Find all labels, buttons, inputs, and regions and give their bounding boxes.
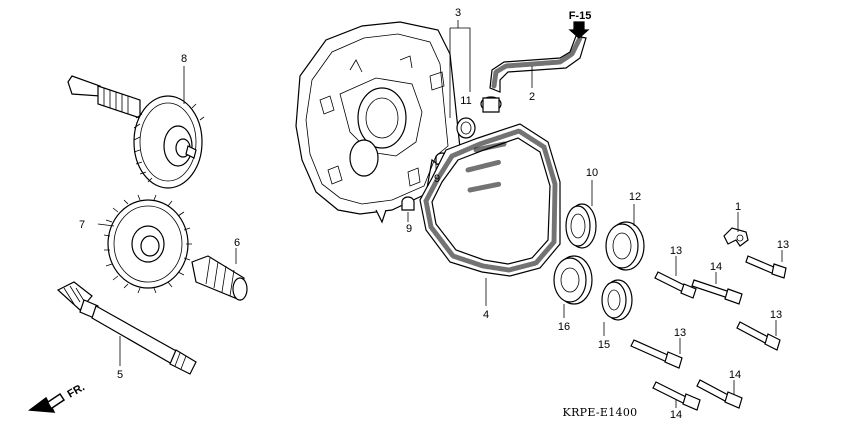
callout-15: 15 (598, 339, 610, 351)
clamp-part (723, 227, 749, 247)
bolt-13-upper-left (654, 271, 697, 299)
callout-5: 5 (117, 369, 123, 381)
bolt-13-upper-right (745, 255, 787, 279)
callout-13-a: 13 (670, 245, 682, 257)
crankcase-cover-part (295, 21, 471, 224)
callout-6: 6 (234, 237, 240, 249)
bolt-13-lower (630, 339, 683, 369)
callout-13-b: 13 (777, 239, 789, 251)
callout-13-c: 13 (770, 309, 782, 321)
callout-2: 2 (529, 91, 535, 103)
callout-9-lower: 9 (406, 223, 412, 235)
callout-14-b: 14 (729, 369, 741, 381)
drive-shaft-part (56, 281, 197, 375)
bearing-10-part (565, 203, 597, 249)
front-direction-arrow (27, 392, 66, 413)
bolt-parts (630, 255, 787, 411)
leader-lines (97, 20, 783, 408)
bolt-14-upper (691, 279, 743, 305)
callout-12: 12 (629, 191, 641, 203)
direction-label-fr: FR. (66, 381, 87, 400)
callout-13-d: 13 (674, 327, 686, 339)
callout-3: 3 (455, 7, 461, 19)
callout-7: 7 (79, 219, 85, 231)
bolt-14-lower-right (696, 379, 743, 409)
final-shaft-gear-part (67, 75, 205, 189)
callout-1: 1 (735, 201, 741, 213)
breather-tube-part (480, 35, 587, 113)
callout-4: 4 (483, 309, 489, 321)
callout-14-a: 14 (710, 261, 722, 273)
bearing-12-part (605, 221, 645, 271)
dowel-pin-lower-part (401, 196, 415, 211)
bolt-13-mid-right (736, 321, 781, 351)
callout-11: 11 (460, 95, 471, 107)
bearing-15-part (601, 279, 633, 321)
f15-reference-arrow (568, 21, 590, 39)
oil-seal-part (456, 117, 476, 139)
countershaft-gear-part (103, 194, 192, 294)
gasket-part (419, 123, 561, 277)
bolt-14-lower-left (652, 381, 701, 411)
callout-9-upper: 9 (434, 173, 440, 185)
callout-14-c: 14 (670, 409, 682, 421)
reference-f15: F-15 (569, 10, 592, 22)
bearing-16-part (553, 255, 593, 305)
callout-10: 10 (586, 167, 598, 179)
diagram-code: KRPE-E1400 (563, 406, 638, 419)
pinion-gear-part (191, 255, 248, 301)
callout-8: 8 (181, 53, 187, 65)
callout-16: 16 (558, 321, 570, 333)
